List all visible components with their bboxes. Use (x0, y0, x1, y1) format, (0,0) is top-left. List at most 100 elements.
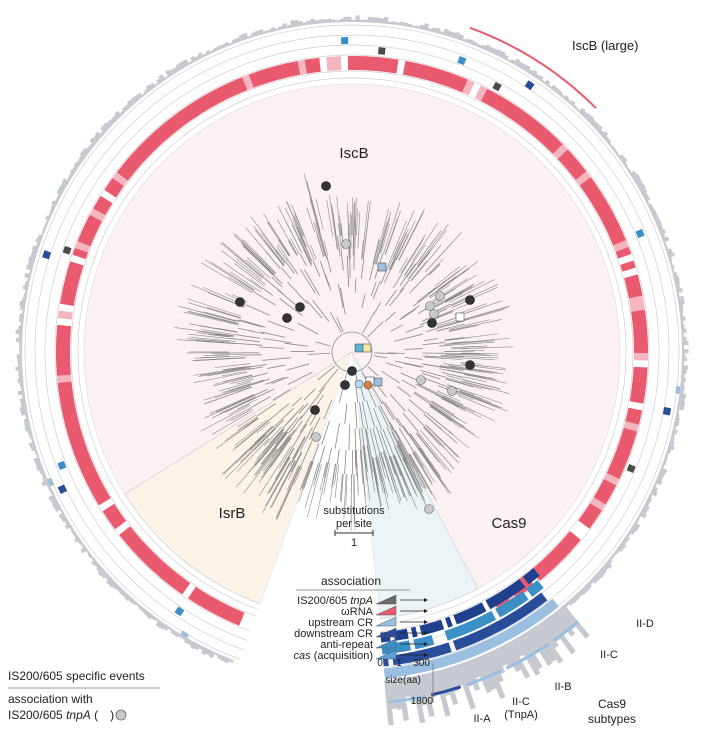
tree-branch (376, 426, 385, 452)
omega-ring-segment (215, 85, 229, 102)
cas9-annotation-segment (532, 610, 543, 623)
omega-ring-segment (76, 454, 93, 467)
tree-leaf (275, 466, 301, 521)
tree-leaf (270, 461, 292, 499)
size-bar (190, 641, 198, 650)
tree-leaf (258, 446, 292, 496)
tree-leaf (411, 222, 439, 262)
omega-ring-segment (72, 247, 89, 260)
tree-leaf (359, 449, 364, 485)
association-tick (42, 250, 52, 260)
size-bar (217, 653, 223, 660)
omega-ring-segment (551, 546, 567, 562)
tree-leaf (413, 451, 424, 468)
tree-leaf (430, 405, 452, 421)
size-bar (103, 122, 111, 130)
tree-leaf (430, 404, 475, 435)
cas9-annotation-segment (515, 621, 526, 634)
tree-leaf (246, 257, 271, 279)
tree-leaf (229, 383, 251, 391)
omega-ring-segment (219, 604, 232, 620)
size-bar (54, 505, 62, 512)
omega-ring-segment (170, 574, 185, 591)
size-bar (553, 87, 560, 94)
tree-leaf (445, 353, 498, 356)
omega-ring-segment (429, 67, 441, 83)
size-bar (379, 18, 385, 24)
tree-leaf (272, 433, 291, 458)
size-bar (520, 63, 527, 71)
annotation-rings (24, 24, 684, 679)
tree-leaf (303, 461, 314, 489)
tree-leaf (463, 376, 487, 383)
omega-ring-segment (161, 120, 177, 136)
tree-leaf (201, 329, 234, 335)
size-bar (569, 100, 576, 107)
size-bar (331, 19, 336, 23)
tree-leaf (412, 452, 427, 475)
cas9-annotation-segment (466, 620, 475, 633)
size-bar (20, 402, 27, 408)
omega-ring-segment (86, 214, 103, 228)
size-bar (78, 155, 86, 162)
tree-leaf (193, 366, 252, 376)
omega-ring-segment (557, 149, 573, 165)
tree-branch (297, 322, 319, 335)
omega-ring-segment (630, 302, 646, 313)
tree-leaf (319, 462, 327, 492)
size-bar (484, 44, 491, 52)
tree-branch (252, 372, 269, 378)
tree-leaf (236, 386, 251, 393)
cas9-annotation-segment (489, 636, 499, 648)
size-bar (188, 60, 194, 65)
omega-ring-segment (102, 503, 119, 518)
size-bar (648, 493, 653, 499)
cas9-annotation-segment (537, 592, 548, 604)
size-bar (141, 607, 147, 614)
tree-branch (389, 422, 400, 441)
size-bar (73, 161, 81, 168)
tree-leaf (368, 444, 379, 497)
tree-leaf (267, 450, 281, 468)
size-bar (34, 449, 38, 455)
size-bar (677, 295, 685, 302)
size-bar (150, 615, 157, 621)
tree-leaf (279, 446, 293, 469)
size-bar (69, 526, 74, 532)
cas9-annotation-segment (509, 611, 519, 624)
size-bar (19, 350, 23, 355)
tree-leaf (306, 463, 322, 518)
tree-leaf (354, 210, 357, 249)
size-bar (165, 69, 173, 78)
tree-branch (300, 441, 313, 467)
tree-branch (323, 399, 333, 419)
dark-event-marker (295, 302, 305, 312)
tree-leaf (408, 252, 431, 280)
omega-ring-segment (547, 139, 563, 155)
size-bar (112, 583, 120, 590)
tree-leaf (446, 377, 492, 391)
cas9-annotation-segment (415, 650, 424, 662)
tree-leaf (429, 268, 470, 298)
tree-leaf (386, 220, 407, 269)
tree-leaf (416, 433, 438, 460)
tree-branch (389, 393, 406, 412)
tree-leaf (418, 246, 434, 267)
tree-leaf (216, 394, 255, 413)
tree-leaf (228, 276, 254, 293)
tree-branch (245, 304, 271, 316)
cas9-annotation-segment (477, 602, 487, 614)
tree-branch (251, 396, 272, 408)
tree-branch (303, 388, 316, 401)
tree-branch (299, 412, 314, 434)
tree-leaf (214, 375, 253, 385)
size-bar (18, 370, 23, 375)
association-tick (492, 81, 502, 92)
omega-ring-segment (633, 338, 648, 347)
omega-ring-segment (106, 509, 123, 524)
size-bar (43, 223, 48, 229)
tree-leaf (417, 431, 452, 474)
tree-leaf (294, 216, 304, 237)
omega-ring-segment (283, 62, 294, 78)
